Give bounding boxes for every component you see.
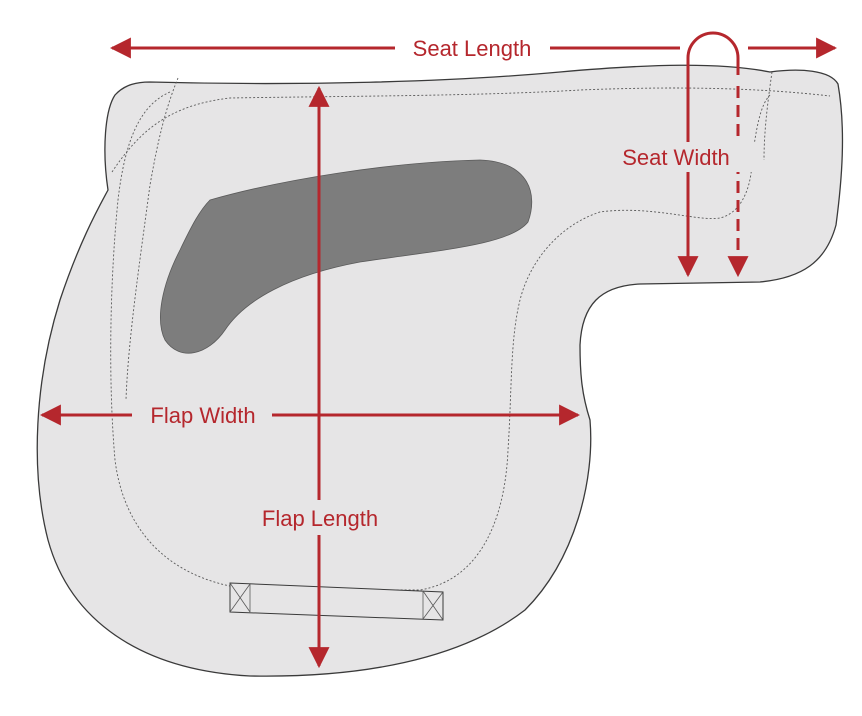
seat-width-label-backdrop — [595, 142, 757, 172]
seat-length-label: Seat Length — [413, 36, 532, 61]
flap-length-label: Flap Length — [262, 506, 378, 531]
stitching-line-top — [111, 87, 831, 173]
seat-width-arrow — [677, 31, 749, 278]
flap-width-label: Flap Width — [150, 403, 255, 428]
knee-pad — [160, 159, 533, 354]
rear-seam — [763, 71, 773, 161]
seat-width-label: Seat Width — [622, 145, 730, 170]
front-seam — [125, 77, 179, 401]
girth-strap-tab — [229, 582, 444, 621]
